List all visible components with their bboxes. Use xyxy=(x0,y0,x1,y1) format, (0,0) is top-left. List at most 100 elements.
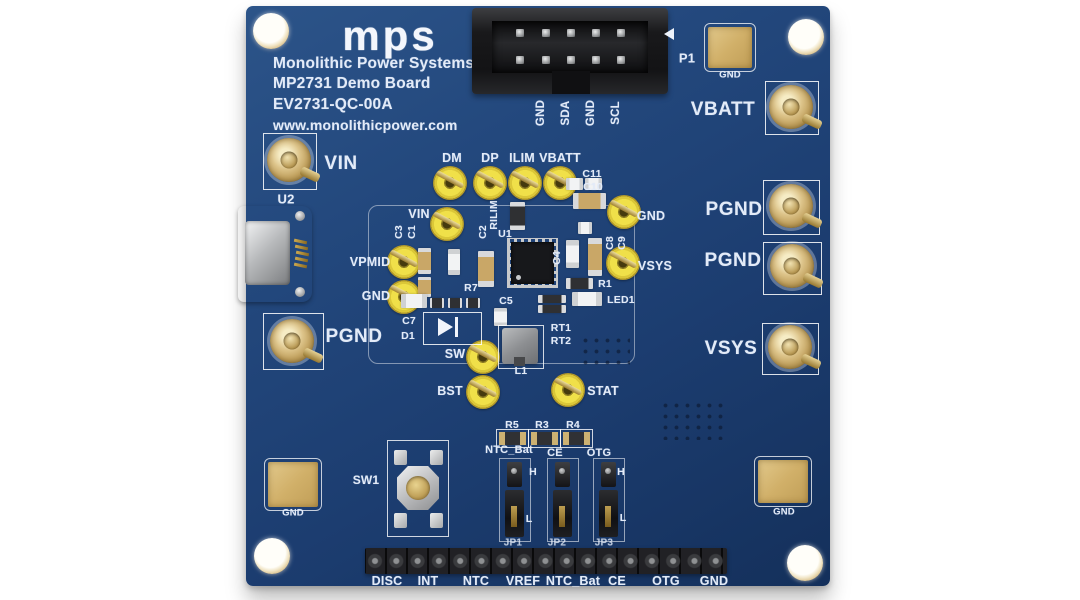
idc-pin xyxy=(542,56,550,64)
circuit-outline-box xyxy=(368,205,635,364)
usb-pin xyxy=(293,262,308,269)
bottom-header-label-vref: VREF xyxy=(505,574,541,588)
component-label-l1: L1 xyxy=(514,365,528,377)
resistor-r5 xyxy=(496,429,529,448)
smd-component xyxy=(510,202,525,230)
bottom-header-label-ce: CE xyxy=(608,574,626,588)
smd-component xyxy=(566,278,593,289)
p1-pin-label-gnd2: GND xyxy=(585,99,597,127)
component-label-c1: C1 xyxy=(406,225,418,239)
smd-component xyxy=(566,178,583,190)
board-title-line3: EV2731-QC-00A xyxy=(273,96,393,113)
terminal-turret-pgnd-left xyxy=(270,319,314,363)
usb-ref-label: U2 xyxy=(277,191,295,207)
terminal-label-pgnd-left: PGND xyxy=(325,326,383,347)
component-label-led1: LED1 xyxy=(607,294,635,306)
component-label-r7: R7 xyxy=(464,282,478,294)
terminal-box-vin xyxy=(263,133,317,190)
terminal-box-pgnd2 xyxy=(763,242,822,295)
test-point-label-gnd-right: GND xyxy=(636,209,666,223)
component-label-r4: R4 xyxy=(566,419,580,431)
idc-pin xyxy=(567,56,575,64)
board-title-line2: MP2731 Demo Board xyxy=(273,75,431,92)
test-point-dm xyxy=(433,166,467,200)
test-point-label-bst: BST xyxy=(437,384,463,398)
smd-component xyxy=(538,295,566,303)
jumper-label-otg: OTG xyxy=(586,447,612,459)
mounting-hole-bottom-right xyxy=(787,545,823,581)
test-point-label-vpmid: VPMID xyxy=(349,255,391,269)
component-label-rt1: RT1 xyxy=(550,322,572,334)
test-point-gnd-right xyxy=(607,195,641,229)
component-label-r5: R5 xyxy=(505,419,519,431)
smd-component xyxy=(585,178,602,190)
button-cap xyxy=(406,476,430,500)
smd-component xyxy=(418,277,431,297)
smd-component xyxy=(538,305,566,313)
component-label-c9: C9 xyxy=(616,236,628,250)
jumper-jp2-ref: JP2 xyxy=(547,537,567,549)
jumper-label-ce: CE xyxy=(547,447,563,459)
component-label-c3: C3 xyxy=(393,225,405,239)
bottom-header-label-gnd: GND xyxy=(699,574,729,588)
button-leg xyxy=(430,450,443,465)
mounting-hole-top-right xyxy=(788,19,824,55)
pin1-arrow-icon xyxy=(664,28,674,40)
inductor-l1 xyxy=(502,328,538,366)
terminal-turret-pgnd2 xyxy=(770,244,814,288)
p1-pin-label-sda: SDA xyxy=(560,100,572,126)
diode-symbol-icon xyxy=(438,318,453,336)
diode-bar-icon xyxy=(455,317,458,337)
terminal-label-vin: VIN xyxy=(324,153,358,174)
smd-component xyxy=(573,193,606,209)
jumper-jp3-low-label: L xyxy=(619,512,627,524)
terminal-label-pgnd2: PGND xyxy=(704,250,762,271)
terminal-turret-vbatt xyxy=(769,85,813,129)
jumper-shunt xyxy=(553,490,572,537)
component-label-u1: U1 xyxy=(498,228,512,240)
test-point-vsys xyxy=(606,246,640,280)
terminal-box-vsys xyxy=(762,323,819,375)
test-point-label-dp: DP xyxy=(481,151,499,165)
terminal-label-vsys: VSYS xyxy=(704,338,758,359)
idc-pin xyxy=(617,56,625,64)
jumper-pin xyxy=(507,462,522,487)
bottom-header-label-ntc: NTC xyxy=(462,574,490,588)
jumper-shunt xyxy=(505,490,524,537)
via-field xyxy=(660,400,725,440)
p1-pin-label-gnd1: GND xyxy=(535,99,547,127)
component-label-c4: C4 xyxy=(551,251,563,265)
usb-shell xyxy=(245,221,290,285)
bottom-header-label-int: INT xyxy=(417,574,439,588)
component-label-r3: R3 xyxy=(535,419,549,431)
smd-component xyxy=(588,238,602,276)
terminal-box-pgnd1 xyxy=(763,180,820,235)
board-title-line4: www.monolithicpower.com xyxy=(273,117,458,133)
jumper-shunt xyxy=(599,490,618,537)
terminal-label-vbatt: VBATT xyxy=(690,99,756,120)
smd-component xyxy=(430,298,444,308)
smd-component xyxy=(578,222,592,234)
jumper-jp3-high-label: H xyxy=(617,466,625,478)
via-field xyxy=(580,335,630,365)
gnd-pad-label-bottom-right: GND xyxy=(773,506,795,518)
gnd-pad-label-bottom-left: GND xyxy=(282,507,304,519)
jumper-jp3-ref: JP3 xyxy=(594,537,614,549)
test-point-vpmid xyxy=(387,245,421,279)
button-leg xyxy=(430,513,443,528)
component-label-rilim: RILIM xyxy=(488,200,500,230)
jumper-jp3 xyxy=(593,458,625,542)
smd-component xyxy=(448,298,462,308)
test-point-ilim xyxy=(508,166,542,200)
component-label-c11: C11 xyxy=(582,168,602,180)
test-point-vin xyxy=(430,207,464,241)
idc-connector-key-notch xyxy=(552,71,590,94)
bottom-header-label-disc: DISC xyxy=(371,574,403,588)
diode-d1-outline xyxy=(423,312,482,345)
jumper-jp1-low-label: L xyxy=(525,513,533,525)
smd-component xyxy=(418,248,431,274)
jumper-jp1-ref: JP1 xyxy=(503,537,523,549)
ic-u1 xyxy=(507,238,558,288)
button-leg xyxy=(394,450,407,465)
